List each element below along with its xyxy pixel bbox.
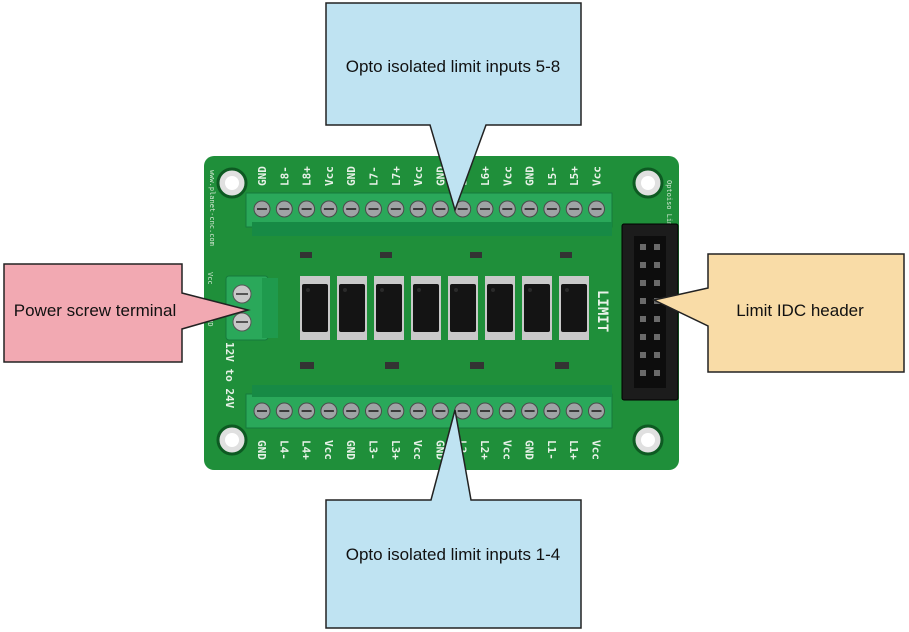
smd-resistor xyxy=(560,252,572,258)
idc-pin xyxy=(640,316,646,322)
power-screw-terminal xyxy=(225,275,278,341)
pin-label: GND xyxy=(255,440,268,460)
smd-resistor xyxy=(300,252,312,258)
callout-top-shape xyxy=(325,2,582,213)
pin-label: L4+ xyxy=(300,440,313,460)
idc-pin xyxy=(640,280,646,286)
bottom-terminal-strip xyxy=(245,385,613,429)
smd-resistor xyxy=(380,252,392,258)
smd-resistor xyxy=(470,362,484,369)
idc-pin xyxy=(654,244,660,250)
power-vcc-label: Vcc xyxy=(206,272,214,285)
idc-pin xyxy=(654,334,660,340)
callout-left-text: Power screw terminal xyxy=(14,301,177,320)
idc-pin xyxy=(640,334,646,340)
idc-pin xyxy=(640,262,646,268)
pin-label: L6+ xyxy=(479,166,492,186)
pin-label: Vcc xyxy=(500,440,513,460)
pin-label: L4- xyxy=(277,440,290,460)
pin-label: Vcc xyxy=(411,440,424,460)
optocoupler-row xyxy=(300,276,589,340)
smd-resistor xyxy=(300,362,314,369)
idc-pin xyxy=(640,370,646,376)
pin-label: GND xyxy=(256,166,269,186)
pin-label: GND xyxy=(345,166,358,186)
pin-label: L8- xyxy=(278,166,291,186)
pin-label: L7+ xyxy=(390,166,403,186)
optocoupler-chip xyxy=(376,284,402,332)
pcb-board: www.planet-cnc.com Optoiso Limit GND L8- L… xyxy=(204,156,679,470)
mounting-holes xyxy=(216,167,664,456)
top-terminal-strip xyxy=(245,192,613,236)
callout-right: Limit IDC header xyxy=(651,253,905,373)
optocoupler-chip xyxy=(339,284,365,332)
url-silkscreen: www.planet-cnc.com xyxy=(208,170,216,246)
optocoupler-chip xyxy=(487,284,513,332)
pin-label: Vcc xyxy=(323,166,336,186)
optocoupler-chip xyxy=(413,284,439,332)
callout-bottom-text: Opto isolated limit inputs 1-4 xyxy=(346,545,561,564)
callout-left: Power screw terminal xyxy=(3,263,251,363)
callout-right-shape xyxy=(651,253,905,373)
pin-label: L1- xyxy=(545,440,558,460)
smd-resistor xyxy=(555,362,569,369)
power-voltage-label: 12V to 24V xyxy=(223,342,236,409)
idc-pin xyxy=(654,262,660,268)
optocoupler-chip xyxy=(524,284,550,332)
idc-pin xyxy=(654,352,660,358)
callout-left-shape xyxy=(3,263,251,363)
smd-resistor xyxy=(470,252,482,258)
pin-label: Vcc xyxy=(591,166,604,186)
pin-label: Vcc xyxy=(412,166,425,186)
pin-label: L5- xyxy=(546,166,559,186)
callout-top-text: Opto isolated limit inputs 5-8 xyxy=(346,57,561,76)
pin-label: GND xyxy=(523,440,536,460)
limit-silkscreen: LIMIT xyxy=(594,290,610,332)
smd-components xyxy=(300,252,572,369)
pin-label: Vcc xyxy=(322,440,335,460)
smd-resistor xyxy=(385,362,399,369)
pin-label: L3- xyxy=(367,440,380,460)
pin-label: GND xyxy=(524,166,537,186)
idc-pin xyxy=(654,280,660,286)
pin-label: L3+ xyxy=(389,440,402,460)
optocoupler-chip xyxy=(450,284,476,332)
callout-bottom: Opto isolated limit inputs 1-4 xyxy=(325,409,582,629)
pin-label: Vcc xyxy=(590,440,603,460)
idc-pin xyxy=(640,298,646,304)
idc-pin xyxy=(654,316,660,322)
pin-label: L8+ xyxy=(301,166,314,186)
optocoupler-chip xyxy=(561,284,587,332)
callout-bottom-shape xyxy=(325,409,582,629)
idc-pin xyxy=(640,244,646,250)
brand-silkscreen: Optoiso Limit xyxy=(665,180,673,235)
pin-label: L2+ xyxy=(478,440,491,460)
pin-label: L1+ xyxy=(567,440,580,460)
idc-pin xyxy=(654,370,660,376)
pin-label: Vcc xyxy=(501,166,514,186)
pin-label: L5+ xyxy=(568,166,581,186)
callout-right-text: Limit IDC header xyxy=(736,301,864,320)
top-screws xyxy=(253,200,605,218)
pin-label: L7- xyxy=(368,166,381,186)
idc-header xyxy=(621,223,679,401)
optocoupler-chip xyxy=(302,284,328,332)
idc-pin xyxy=(640,352,646,358)
callout-top: Opto isolated limit inputs 5-8 xyxy=(325,2,582,213)
pin-label: GND xyxy=(344,440,357,460)
bottom-screws xyxy=(253,402,605,420)
